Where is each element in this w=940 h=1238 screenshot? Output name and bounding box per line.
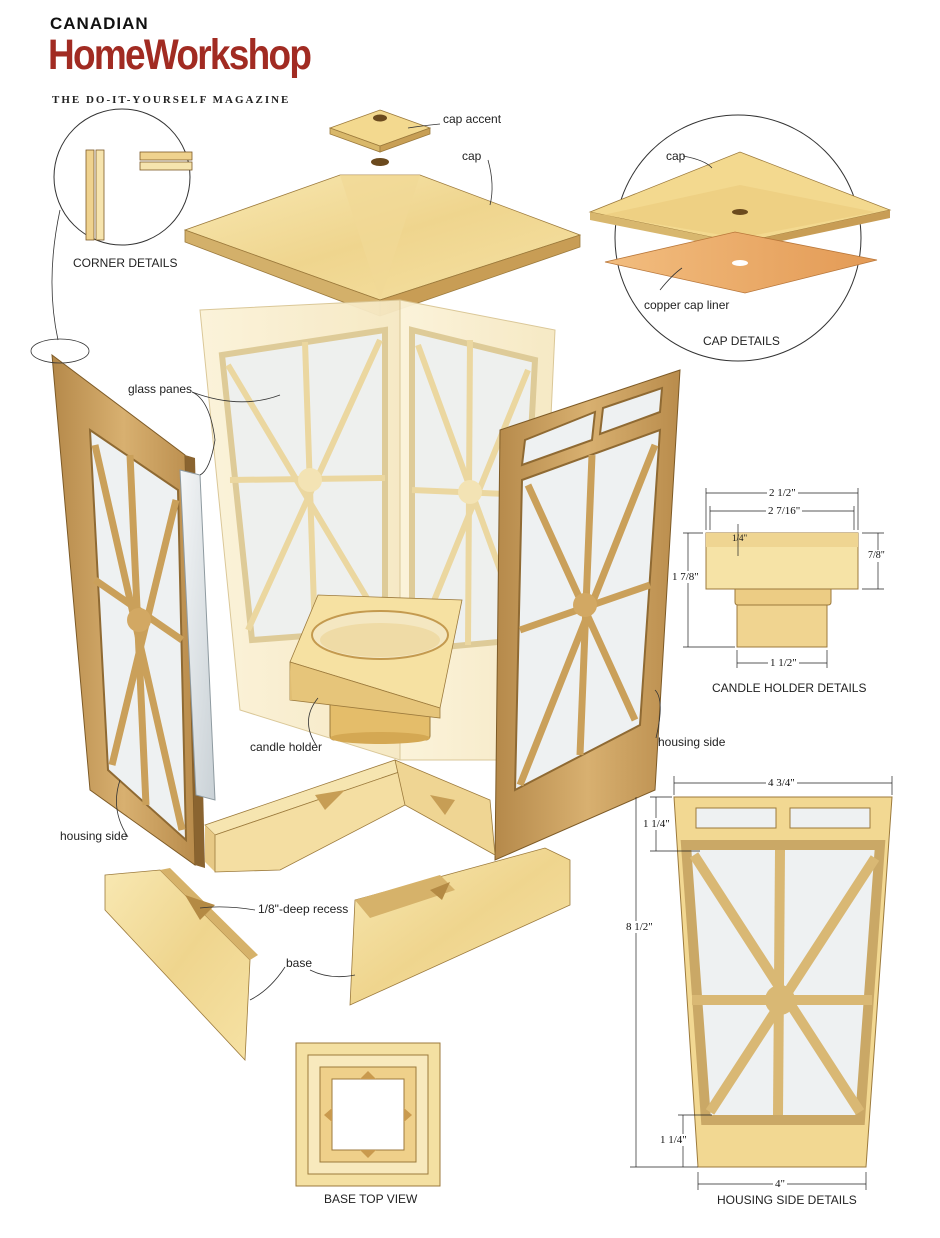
cap-accent <box>328 109 432 153</box>
brand-tagline: THE DO-IT-YOURSELF MAGAZINE <box>52 94 291 106</box>
dim-housing-top-rail: 1 1/4" <box>643 818 670 830</box>
candle-holder-details-title: CANDLE HOLDER DETAILS <box>712 681 867 695</box>
label-housing-side-right: housing side <box>658 735 726 749</box>
label-base: base <box>286 956 313 970</box>
label-glass-panes: glass panes <box>128 382 193 396</box>
brand-logo: HomeWorkshop <box>48 31 312 79</box>
cap <box>183 158 582 317</box>
leader-lines <box>116 123 713 1001</box>
cap-details <box>588 114 892 362</box>
housing-side-details-title: HOUSING SIDE DETAILS <box>717 1193 857 1207</box>
cap-details-title: CAP DETAILS <box>703 334 780 348</box>
dim-holder-top-outer: 2 1/2" <box>767 487 798 499</box>
dim-housing-height: 8 1/2" <box>626 921 653 933</box>
label-recess: 1/8"-deep recess <box>258 902 349 916</box>
dim-housing-top-width: 4 3/4" <box>766 777 797 789</box>
dim-housing-bottom-width: 4" <box>773 1178 787 1190</box>
base-top-view <box>295 1042 441 1187</box>
dim-holder-top-inner: 2 7/16" <box>766 505 803 517</box>
corner-details-title: CORNER DETAILS <box>73 256 178 270</box>
housing-side-details <box>630 776 893 1190</box>
right-housing-side <box>494 369 681 861</box>
dim-housing-bottom-rail: 1 1/4" <box>660 1134 687 1146</box>
dim-holder-base-width: 1 1/2" <box>768 657 799 669</box>
candle-holder <box>289 594 463 744</box>
left-housing-side <box>51 353 216 868</box>
label-candle-holder: candle holder <box>250 740 323 754</box>
dim-holder-height: 1 7/8" <box>672 571 699 583</box>
cap-details-cap-label: cap <box>666 149 686 163</box>
dim-holder-recess: 1/4" <box>732 533 748 543</box>
brand-line1: CANADIAN <box>50 14 149 33</box>
corner-details <box>30 108 193 364</box>
cap-details-liner-label: copper cap liner <box>644 298 730 312</box>
dim-holder-top-height: 7/8" <box>868 550 885 562</box>
base-assembly <box>104 759 571 1061</box>
label-housing-side-left: housing side <box>60 829 128 843</box>
label-cap: cap <box>462 149 482 163</box>
base-top-view-title: BASE TOP VIEW <box>324 1192 418 1206</box>
label-cap-accent: cap accent <box>443 112 502 126</box>
